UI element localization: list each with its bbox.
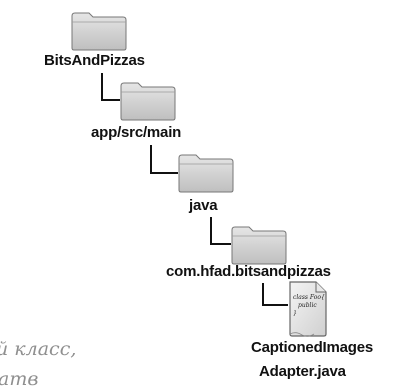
root-folder-label: BitsAndPizzas <box>44 52 145 69</box>
java-folder-label: java <box>189 197 218 214</box>
app-src-main-folder-icon <box>118 78 178 122</box>
tree-connector <box>262 283 288 306</box>
file-icon-code-line: class Foo{ <box>293 294 325 301</box>
app-src-main-folder-label: app/src/main <box>91 124 182 141</box>
root-folder-icon <box>69 8 129 52</box>
file-label-line2: Adapter.java <box>259 363 346 380</box>
file-icon-code-line: public <box>298 302 317 309</box>
file-icon-code-line: } <box>293 310 297 317</box>
java-folder-icon <box>176 150 236 194</box>
package-folder-label: com.hfad.bitsandpizzas <box>166 263 331 280</box>
handwritten-note-line1: й класс, <box>0 338 77 360</box>
tree-connector <box>210 217 231 245</box>
java-file-icon: class Foo{ public } <box>286 280 330 338</box>
handwritten-note-line2: атв <box>0 368 39 390</box>
package-folder-icon <box>229 222 289 266</box>
file-label-line1: CaptionedImages <box>251 339 374 356</box>
tree-connector <box>150 145 178 174</box>
tree-connector <box>101 73 120 101</box>
